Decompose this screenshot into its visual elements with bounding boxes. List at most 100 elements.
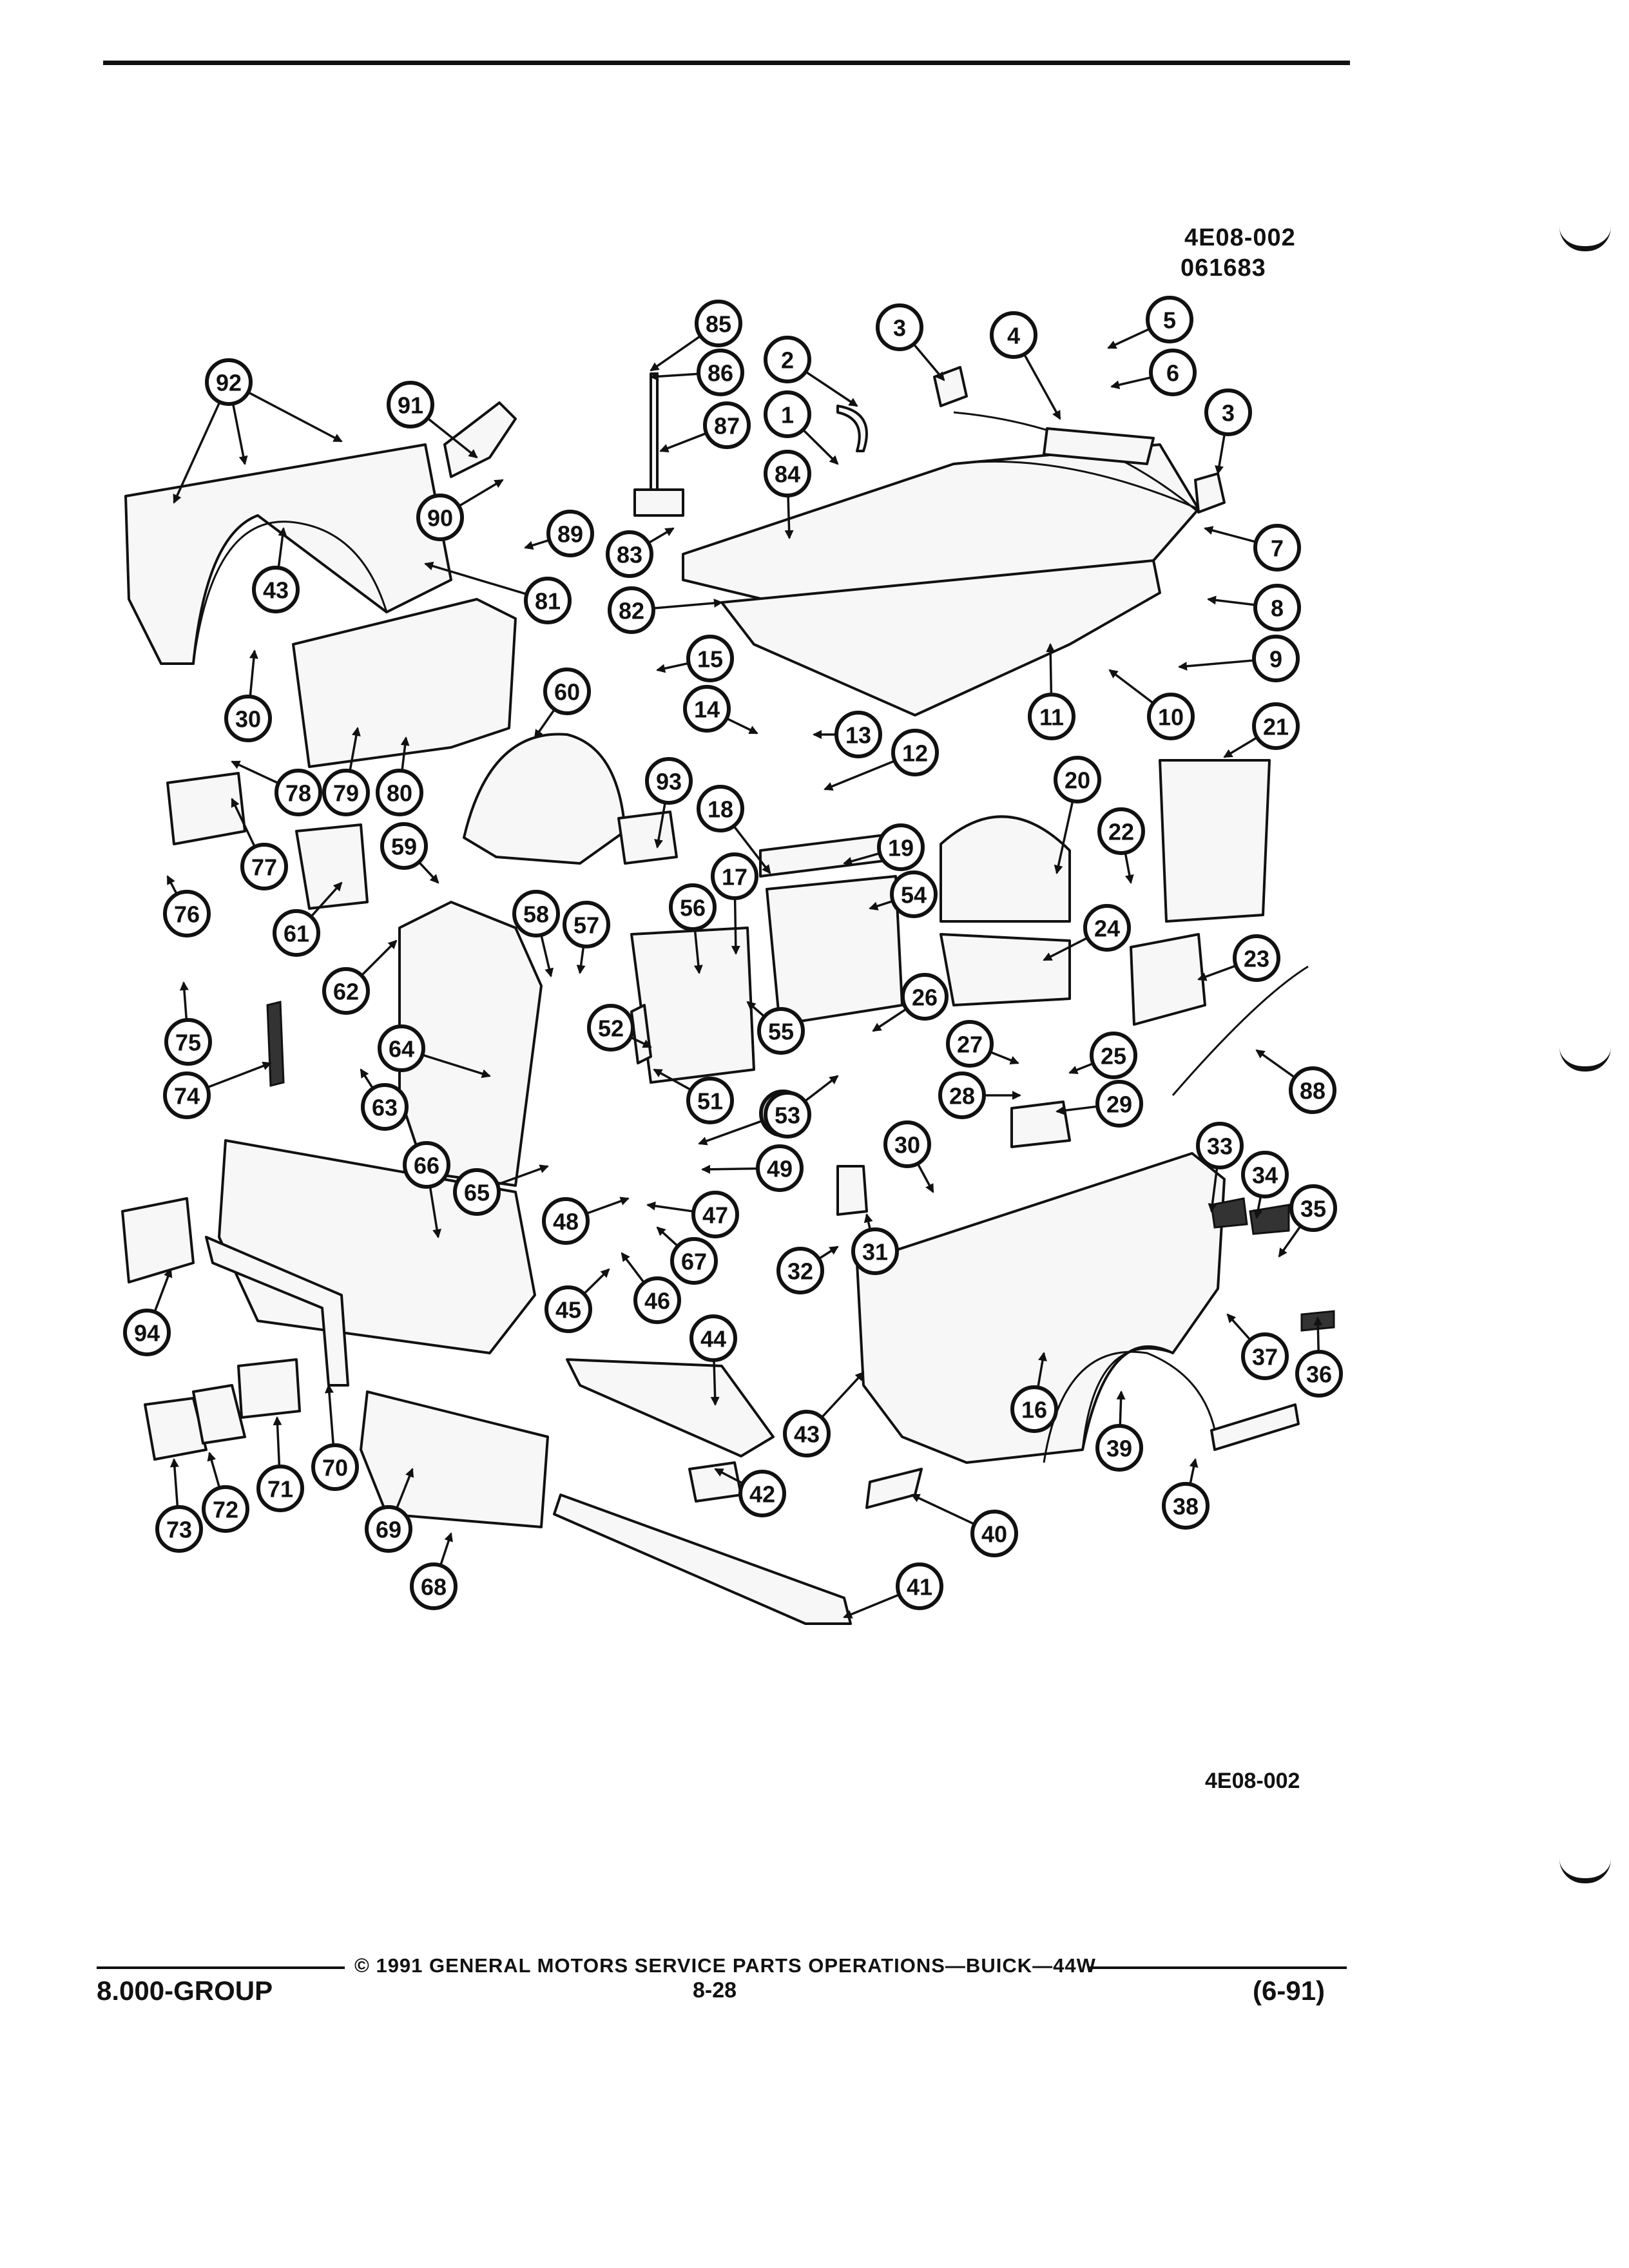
callout-81: 81 — [524, 577, 572, 624]
callout-20: 20 — [1054, 756, 1101, 803]
binding-mark-2 — [1559, 1047, 1611, 1072]
callout-label-8: 8 — [1271, 595, 1284, 622]
leader-line-74 — [207, 1061, 272, 1089]
footer-group: 8.000-GROUP — [97, 1975, 273, 2006]
binding-mark-1 — [1559, 227, 1611, 251]
callout-90: 90 — [416, 494, 464, 541]
callout-35: 35 — [1289, 1184, 1337, 1232]
callout-label-77: 77 — [251, 854, 277, 881]
callout-label-74: 74 — [174, 1083, 200, 1110]
fan-shroud-upper — [940, 815, 1071, 923]
fan-shroud-lower — [940, 933, 1071, 1006]
callout-label-12: 12 — [902, 740, 928, 767]
callout-52: 52 — [587, 1004, 635, 1052]
leader-line-6 — [1110, 376, 1152, 390]
callout-label-91: 91 — [398, 392, 423, 419]
callout-label-71: 71 — [267, 1476, 293, 1503]
footer-revision: (6-91) — [1253, 1975, 1325, 2006]
bracket-29 — [1010, 1100, 1071, 1148]
leader-line-41 — [843, 1593, 900, 1619]
radiator-core — [766, 875, 903, 1026]
illustration-ref-code: 4E08-002 — [1184, 224, 1296, 251]
callout-53: 53 — [764, 1091, 811, 1139]
leader-line-35 — [1278, 1225, 1302, 1258]
top-rule — [103, 61, 1350, 65]
callout-4: 4 — [990, 311, 1037, 359]
leader-line-77 — [231, 798, 256, 848]
callout-86: 86 — [697, 349, 744, 396]
callout-label-18: 18 — [708, 796, 733, 823]
leader-line-12 — [824, 760, 896, 791]
callout-93: 93 — [645, 757, 693, 805]
callout-71: 71 — [256, 1465, 304, 1512]
leader-line-62 — [360, 939, 398, 977]
callout-label-37: 37 — [1252, 1344, 1278, 1370]
leader-line-72 — [207, 1452, 221, 1488]
leader-line-60 — [534, 708, 556, 739]
leader-line-40 — [911, 1494, 975, 1526]
filler-panel-94 — [121, 1197, 195, 1283]
bumper-face-bar — [360, 1390, 549, 1528]
callout-3: 3 — [1204, 389, 1252, 436]
callout-label-11: 11 — [1039, 704, 1064, 731]
callout-label-54: 54 — [901, 882, 927, 908]
leader-line-34 — [1253, 1196, 1263, 1219]
emblem-33 — [1210, 1197, 1248, 1229]
leader-line-63 — [360, 1068, 374, 1090]
callout-label-46: 46 — [644, 1288, 670, 1314]
callout-76: 76 — [163, 890, 211, 937]
callout-74: 74 — [163, 1072, 211, 1119]
air-deflector-44 — [566, 1358, 775, 1457]
callout-label-56: 56 — [680, 895, 706, 921]
leader-line-15 — [656, 662, 689, 673]
leader-line-48 — [586, 1196, 630, 1215]
callout-label-26: 26 — [912, 985, 938, 1011]
callout-label-87: 87 — [714, 413, 740, 439]
callout-label-2: 2 — [781, 347, 794, 374]
callout-42: 42 — [738, 1470, 786, 1517]
callout-label-21: 21 — [1263, 714, 1289, 740]
left-wheel-opening-molding — [192, 521, 388, 664]
leader-line-92-1 — [173, 401, 221, 504]
callout-48: 48 — [542, 1197, 590, 1245]
callout-11: 11 — [1028, 693, 1075, 740]
parts-layer — [121, 366, 1335, 1625]
leader-line-27 — [989, 1051, 1019, 1065]
hood-hinge-assembly — [633, 488, 684, 517]
callout-label-65: 65 — [464, 1180, 490, 1206]
leader-line-42 — [714, 1468, 744, 1485]
callout-label-64: 64 — [389, 1036, 414, 1062]
leader-line-66 — [429, 1186, 442, 1238]
callout-82: 82 — [608, 586, 655, 634]
leader-line-47 — [646, 1201, 694, 1213]
callout-22: 22 — [1097, 807, 1145, 855]
callout-label-28: 28 — [949, 1083, 975, 1110]
hood-support-rod-88 — [1171, 965, 1309, 1096]
callout-label-43: 43 — [794, 1421, 820, 1448]
leader-line-11 — [1046, 643, 1055, 695]
callout-label-49: 49 — [767, 1156, 793, 1182]
hood-seam-line — [953, 460, 1199, 510]
leader-line-19 — [843, 852, 880, 866]
callout-77: 77 — [240, 843, 288, 890]
callout-10: 10 — [1147, 693, 1195, 740]
callout-30: 30 — [224, 695, 272, 742]
leader-line-90 — [458, 479, 504, 508]
leader-line-22 — [1124, 852, 1134, 884]
leader-line-50 — [698, 1119, 763, 1146]
callout-5: 5 — [1146, 296, 1193, 343]
callout-label-78: 78 — [285, 780, 311, 807]
footer-rule-left — [97, 1966, 345, 1969]
callout-label-31: 31 — [862, 1239, 888, 1265]
callout-84: 84 — [764, 450, 811, 497]
callout-87: 87 — [703, 401, 751, 449]
callout-label-55: 55 — [768, 1019, 794, 1045]
callout-label-10: 10 — [1158, 704, 1184, 731]
leader-line-20 — [1054, 800, 1074, 874]
footer-page-number: 8-28 — [693, 1978, 737, 2003]
seal-strip-74 — [266, 1001, 285, 1087]
callout-34: 34 — [1241, 1151, 1289, 1198]
body-side-molding-38 — [1210, 1403, 1300, 1451]
callout-label-69: 69 — [376, 1517, 401, 1543]
